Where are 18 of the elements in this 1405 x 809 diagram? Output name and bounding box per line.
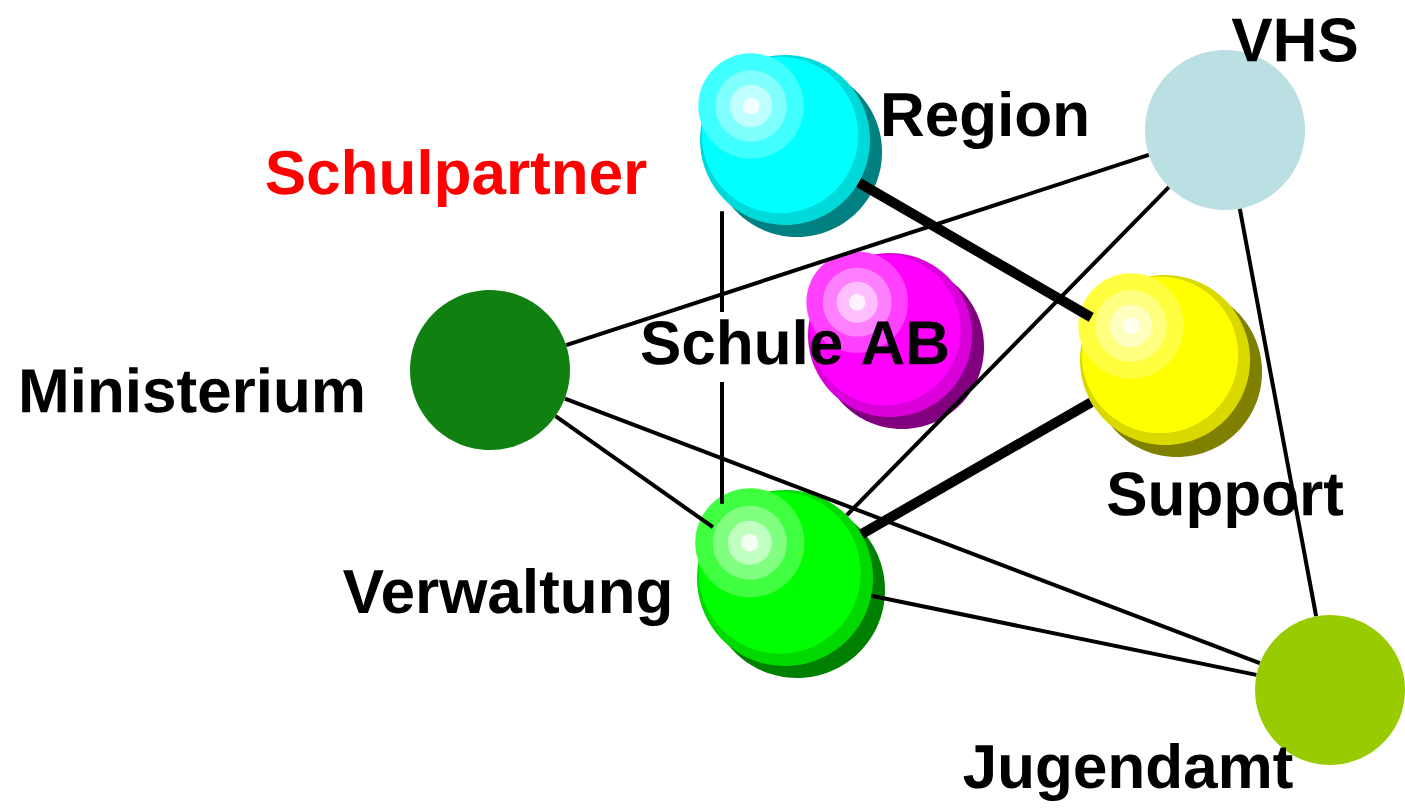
ball: [695, 488, 885, 678]
heading: Schulpartner: [266, 149, 647, 207]
node-label: Verwaltung: [343, 568, 670, 627]
ball: [410, 290, 570, 450]
connector-line: [554, 414, 715, 529]
node-label: Jugendamt: [963, 743, 1293, 802]
connector-line: [856, 178, 1094, 322]
node-label: Region: [884, 91, 1087, 150]
connector-line: [859, 398, 1094, 539]
ball: [1078, 273, 1262, 457]
ball: [698, 53, 882, 237]
connector-line: [845, 185, 1171, 517]
connector-line: [871, 593, 1257, 677]
node-label: VHS: [1231, 18, 1357, 62]
connector-line: [564, 396, 1261, 666]
connector-line: [565, 153, 1150, 347]
node-label: Ministerium: [22, 367, 363, 413]
connector-line: [1237, 208, 1319, 617]
